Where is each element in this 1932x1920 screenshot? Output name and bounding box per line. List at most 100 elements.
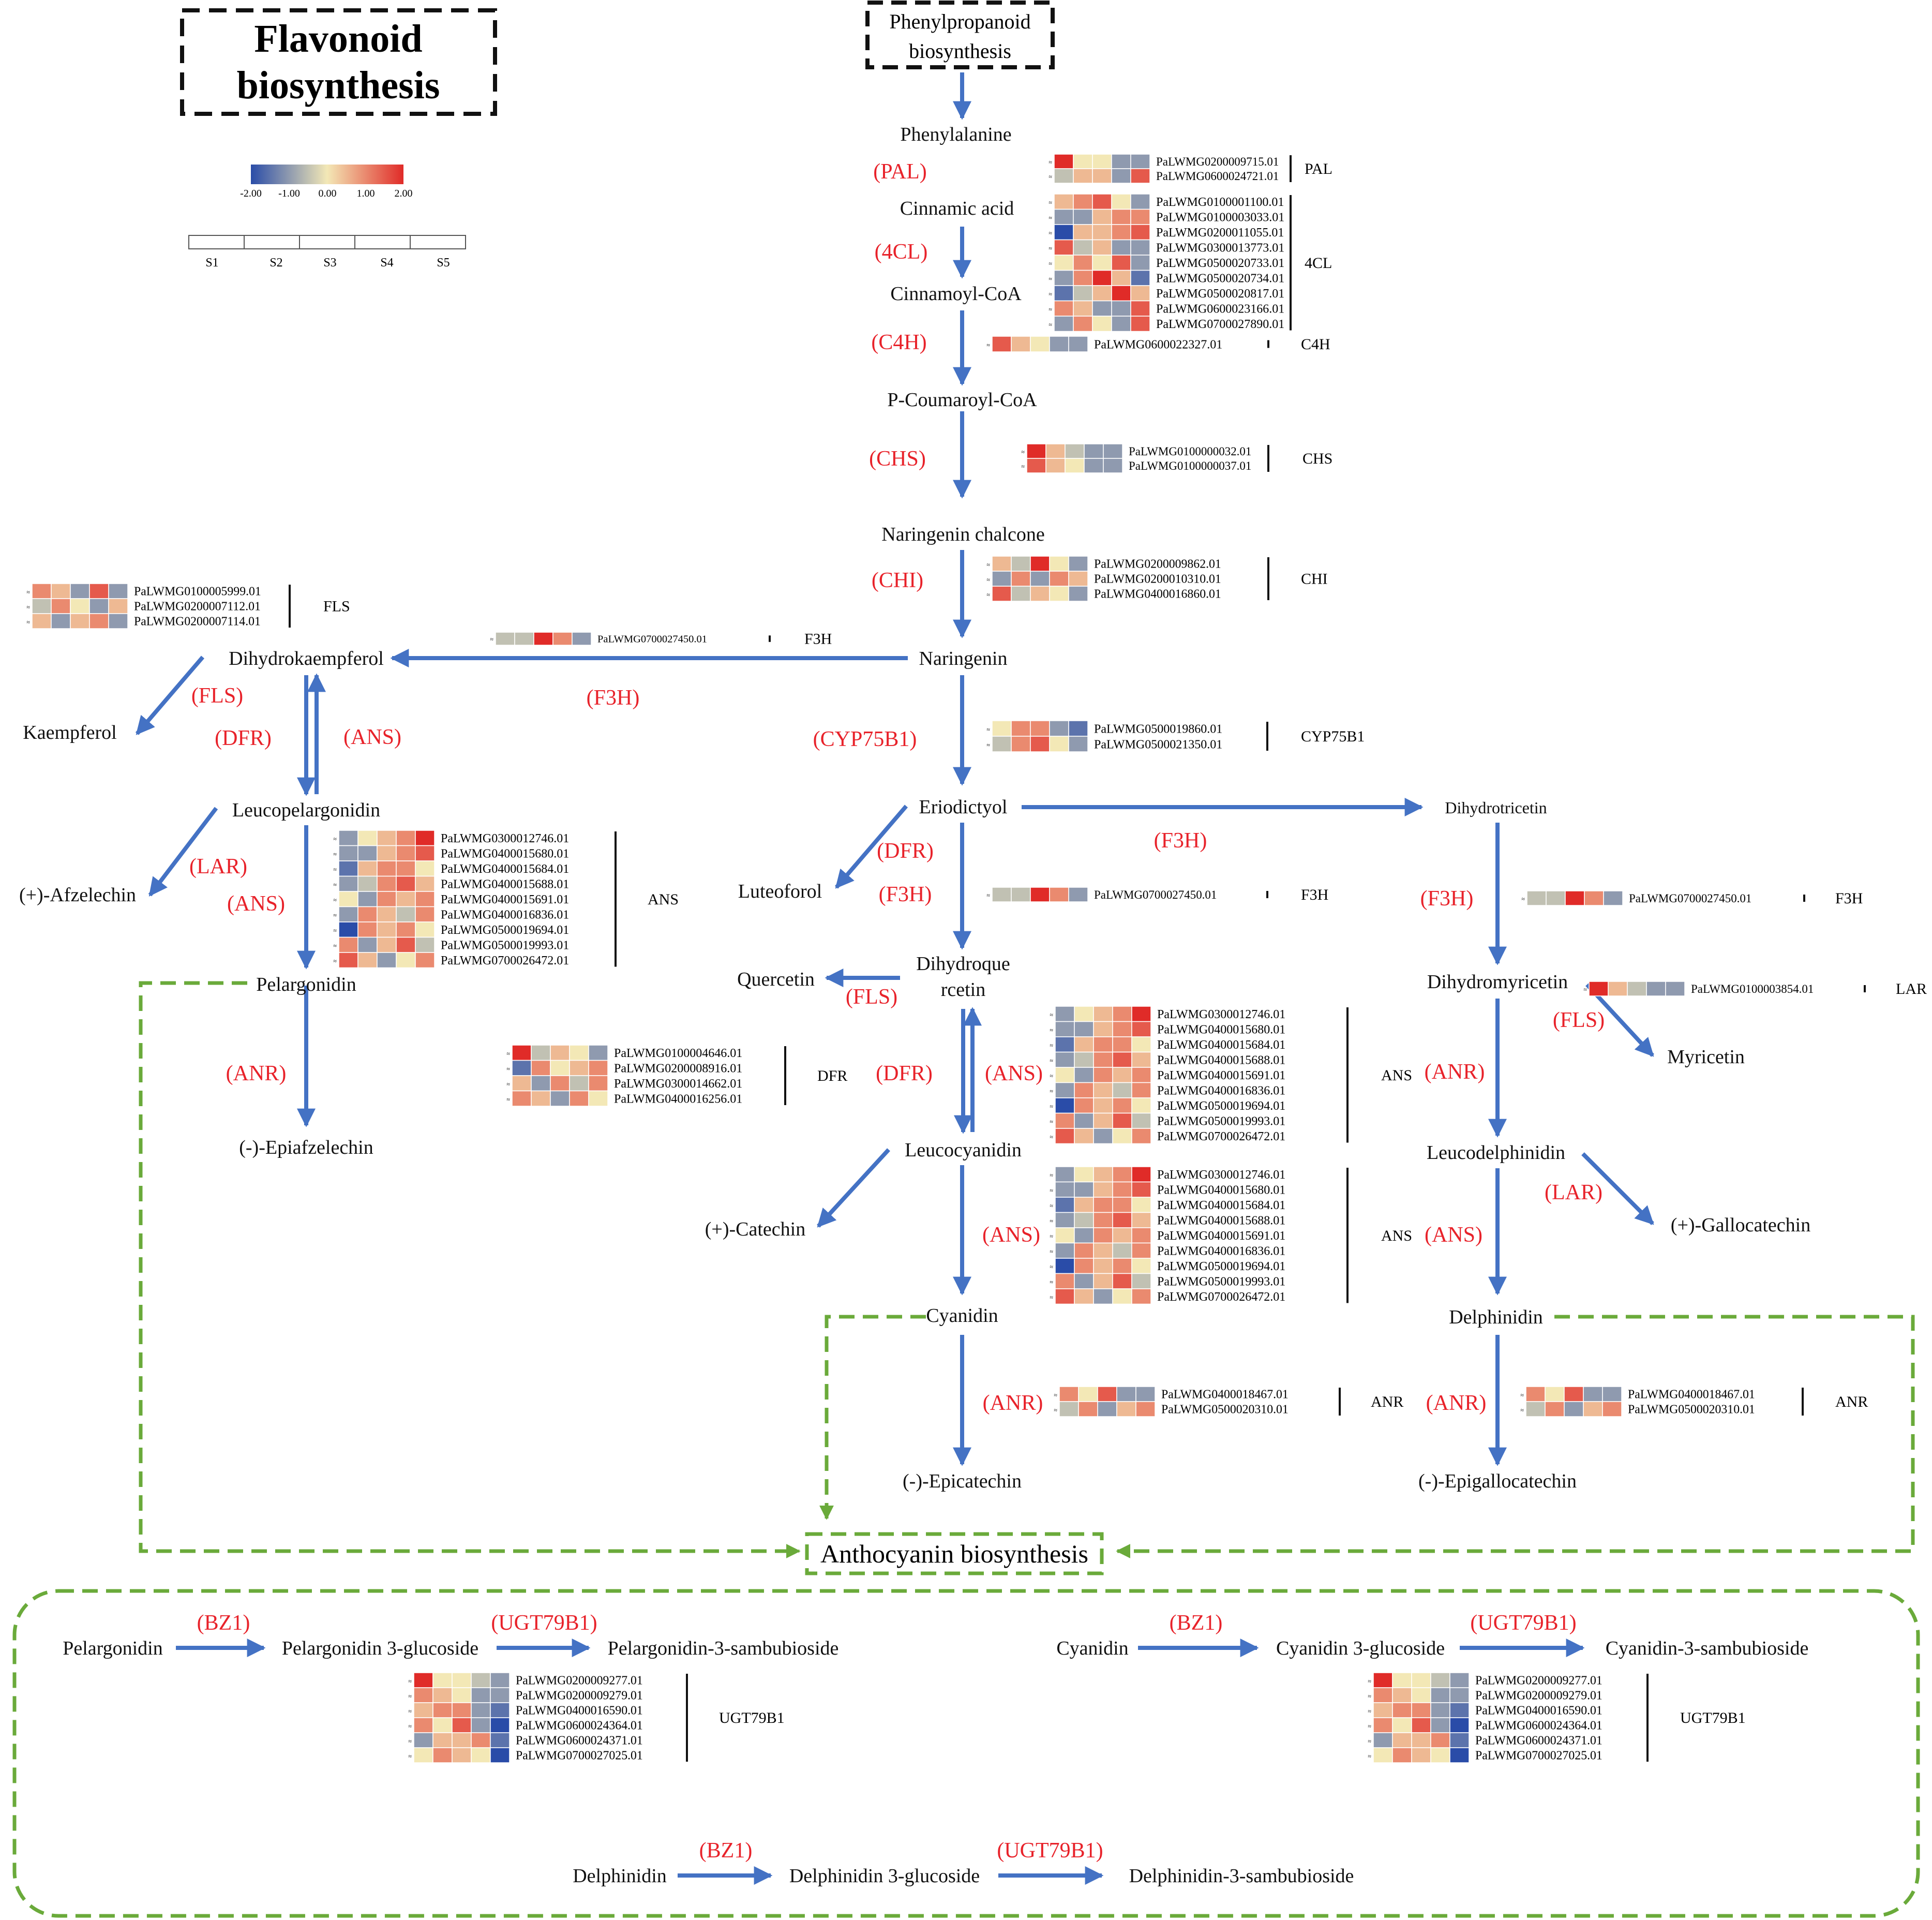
heatmap-cell xyxy=(1049,571,1069,587)
heatmap-cell xyxy=(377,906,397,922)
arrow-catechin xyxy=(817,1148,890,1228)
heatmap-cell xyxy=(396,921,416,938)
heatmap-row-marker: ≈ xyxy=(26,618,30,626)
heatmap-cell xyxy=(1565,890,1585,906)
heatmap-row-marker: ≈ xyxy=(333,866,337,873)
heatmap-gene-id: PaLWMG0400016860.01 xyxy=(1094,588,1221,601)
heatmap-cell xyxy=(357,906,378,922)
arrow-fls-right xyxy=(1585,983,1654,1057)
heatmap-cell xyxy=(70,613,90,629)
heatmap-cell xyxy=(32,583,52,599)
heatmap-cell xyxy=(1526,890,1547,906)
heatmap-cell xyxy=(1449,1747,1470,1763)
compound-leucocyanidin: Leucocyanidin xyxy=(905,1139,1022,1161)
heatmap-cell xyxy=(1045,458,1066,473)
heatmap-cell xyxy=(1373,1687,1393,1703)
heatmap-cell xyxy=(1093,1021,1113,1037)
heatmap-cell xyxy=(1112,1051,1132,1068)
heatmap-cell xyxy=(1065,443,1085,459)
heatmap-cell xyxy=(1074,1021,1094,1037)
heatmap-enzyme-label: UGT79B1 xyxy=(719,1709,785,1726)
heatmap-gene-id: PaLWMG0100004646.01 xyxy=(614,1047,742,1060)
heatmap-row-marker: ≈ xyxy=(506,1065,510,1073)
heatmap-cell xyxy=(1093,1212,1113,1228)
heatmap-cell xyxy=(338,830,358,846)
heatmap-cell xyxy=(415,891,435,907)
compound-b-delphinidin-sambubioside: Delphinidin-3-sambubioside xyxy=(1129,1865,1354,1887)
heatmap-row-marker: ≈ xyxy=(986,726,990,733)
heatmap-row-marker: ≈ xyxy=(1049,275,1052,282)
heatmap-enzyme-label: FLS xyxy=(323,598,350,615)
heatmap-cell xyxy=(1074,1112,1094,1129)
heatmap-gene-id: PaLWMG0400016590.01 xyxy=(1475,1704,1602,1718)
heatmap-cell xyxy=(452,1732,472,1748)
heatmap-cell xyxy=(1055,1197,1075,1213)
heatmap-cell xyxy=(1392,1717,1412,1733)
heatmap-row-marker: ≈ xyxy=(986,892,990,899)
heatmap-cell xyxy=(51,613,71,629)
heatmap-cell xyxy=(1074,1036,1094,1053)
heatmap-cell xyxy=(495,632,515,646)
heatmap-row-marker: ≈ xyxy=(333,942,337,949)
anthocyanin-box: Anthocyanin biosynthesis xyxy=(805,1532,1104,1575)
heatmap-cell xyxy=(1073,300,1093,317)
heatmap-cell xyxy=(1093,1242,1113,1259)
enzyme-bz1-c: (BZ1) xyxy=(699,1839,753,1863)
heatmap-row-marker: ≈ xyxy=(1050,1088,1053,1095)
heatmap-gene-id: PaLWMG0200009279.01 xyxy=(516,1689,643,1703)
heatmap-cell xyxy=(1092,255,1112,271)
heatmap-cell xyxy=(452,1747,472,1763)
heatmap-anr-16: ≈PaLWMG0400018467.01≈PaLWMG0500020310.01… xyxy=(1520,1386,1868,1417)
heatmap-gene-id: PaLWMG0700027025.01 xyxy=(516,1749,643,1763)
heatmap-chi-4: ≈PaLWMG0200009862.01≈PaLWMG0200010310.01… xyxy=(986,556,1328,602)
heatmap-row-marker: ≈ xyxy=(986,341,990,349)
heatmap-cell xyxy=(1074,1258,1094,1274)
enzyme-fls-mid: (FLS) xyxy=(846,985,897,1009)
heatmap-row-marker: ≈ xyxy=(490,636,493,643)
heatmap-cell xyxy=(1049,556,1069,572)
heatmap-cell xyxy=(1093,1227,1113,1244)
heatmap-cell xyxy=(1092,168,1112,184)
heatmap-row-marker: ≈ xyxy=(1050,1187,1053,1194)
heatmap-cell xyxy=(413,1702,433,1718)
heatmap-cell xyxy=(1097,1386,1117,1402)
heatmap-cell xyxy=(1131,1227,1151,1244)
compound-epicatechin: (-)-Epicatechin xyxy=(903,1470,1022,1492)
heatmap-cell xyxy=(357,860,378,877)
heatmap-row-marker: ≈ xyxy=(506,1050,510,1058)
heatmap-enzyme-label: CHI xyxy=(1301,571,1328,588)
compound-b-cyanidin-glucoside: Cyanidin 3-glucoside xyxy=(1276,1638,1445,1659)
heatmap-cell xyxy=(413,1672,433,1688)
heatmap-cell xyxy=(415,875,435,892)
compound-epigallocatechin: (-)-Epigallocatechin xyxy=(1418,1470,1577,1492)
heatmap-row-marker: ≈ xyxy=(1050,1057,1053,1064)
heatmap-ans-8: ≈PaLWMG0300012746.01≈PaLWMG0400015680.01… xyxy=(333,830,679,969)
heatmap-cell xyxy=(1084,458,1104,473)
heatmap-cell xyxy=(1112,1166,1132,1183)
enzyme-pal: (PAL) xyxy=(873,160,926,184)
heatmap-cell xyxy=(32,598,52,614)
heatmap-cell xyxy=(1130,285,1150,302)
heatmap-cell xyxy=(1646,981,1666,996)
heatmap-cell xyxy=(1131,1128,1151,1144)
heatmap-cell xyxy=(1602,1386,1622,1402)
heatmap-cell xyxy=(1055,1021,1075,1037)
title-box: Flavonoid biosynthesis xyxy=(180,8,497,116)
heatmap-cell xyxy=(1068,720,1088,737)
heatmap-cell xyxy=(1392,1702,1412,1718)
heatmap-cell xyxy=(357,891,378,907)
heatmap-cell xyxy=(51,598,71,614)
heatmap-cell xyxy=(1074,1166,1094,1183)
heatmap-gene-id: PaLWMG0600024364.01 xyxy=(516,1719,643,1733)
heatmap-row-marker: ≈ xyxy=(1050,1134,1053,1141)
heatmap-gene-id: PaLWMG0400015691.01 xyxy=(441,893,569,906)
heatmap-cell xyxy=(1131,1212,1151,1228)
heatmap-cell xyxy=(1583,1401,1603,1417)
heatmap-cell xyxy=(1131,1082,1151,1098)
heatmap-row-marker: ≈ xyxy=(1520,1406,1524,1413)
heatmap-cell xyxy=(1373,1672,1393,1688)
heatmap-cell xyxy=(338,936,358,953)
compound-b-delphinidin: Delphinidin xyxy=(573,1865,667,1887)
heatmap-cell xyxy=(396,875,416,892)
